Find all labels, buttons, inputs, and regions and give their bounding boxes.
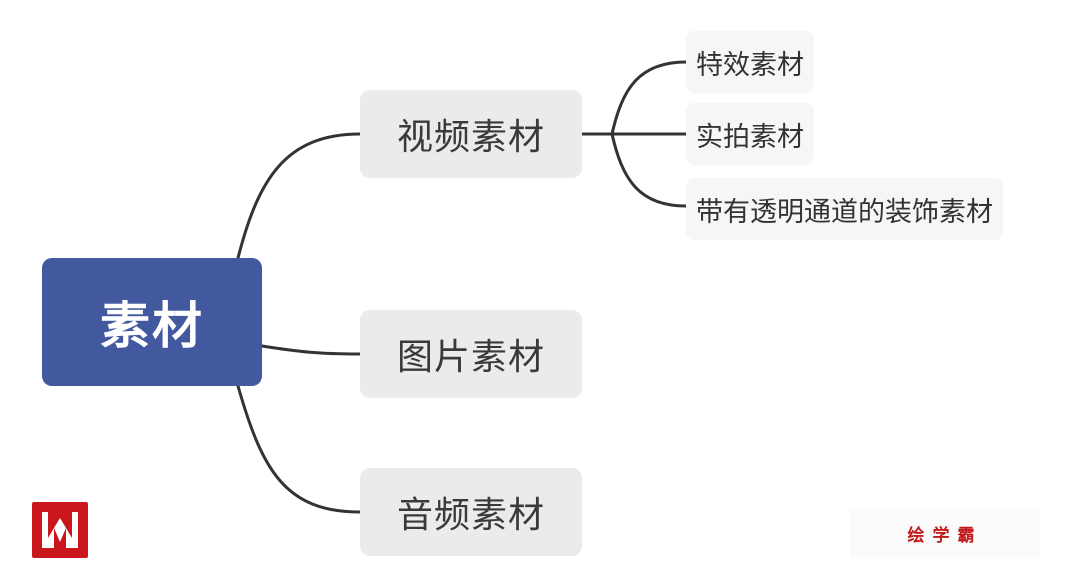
watermark: 绘学霸	[850, 508, 1040, 558]
branch-label: 图片素材	[396, 337, 545, 378]
root-label: 素材	[100, 297, 204, 355]
leaf-effects-material[interactable]: 特效素材	[686, 31, 814, 93]
branch-audio-material[interactable]: 音频素材	[360, 468, 582, 556]
watermark-text: 绘学霸	[907, 525, 983, 546]
brand-logo-icon	[32, 502, 88, 558]
branch-image-material[interactable]: 图片素材	[360, 310, 582, 398]
connector-video-effects	[610, 60, 688, 136]
leaf-label: 特效素材	[696, 49, 804, 81]
branch-video-material[interactable]: 视频素材	[360, 90, 582, 178]
connector-root-video	[236, 132, 362, 260]
connector-root-image	[260, 344, 362, 356]
leaf-label: 实拍素材	[696, 121, 804, 153]
connector-video-overlay	[610, 132, 688, 208]
connector-root-audio	[236, 384, 362, 514]
leaf-alpha-overlay-material[interactable]: 带有透明通道的装饰素材	[686, 178, 1003, 240]
branch-label: 视频素材	[396, 117, 545, 158]
branch-label: 音频素材	[396, 495, 545, 536]
root-node[interactable]: 素材	[42, 258, 262, 386]
leaf-label: 带有透明通道的装饰素材	[696, 196, 993, 228]
leaf-live-footage-material[interactable]: 实拍素材	[686, 103, 814, 165]
